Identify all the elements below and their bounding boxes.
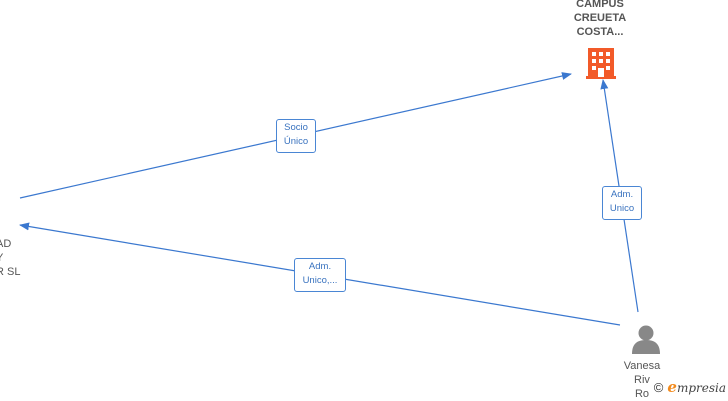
empresia-watermark: © empresia: [654, 378, 726, 396]
empresia-logo: empresia: [667, 378, 726, 396]
edge-label-adm-unico-left[interactable]: Adm. Unico,...: [294, 258, 346, 292]
node-label-company-left[interactable]: AD Y R SL: [0, 238, 21, 278]
person-icon[interactable]: [632, 325, 660, 355]
node-label-campus[interactable]: CAMPUS CREUETA COSTA...: [573, 0, 627, 38]
edge-label-adm-unico-right[interactable]: Adm. Unico: [602, 186, 642, 220]
edge-label-socio-unico[interactable]: Socio Único: [276, 119, 316, 153]
node-label-person[interactable]: Vanesa Riv Ro: [623, 360, 661, 400]
building-icon[interactable]: [586, 48, 616, 79]
copyright-symbol: ©: [653, 379, 664, 395]
